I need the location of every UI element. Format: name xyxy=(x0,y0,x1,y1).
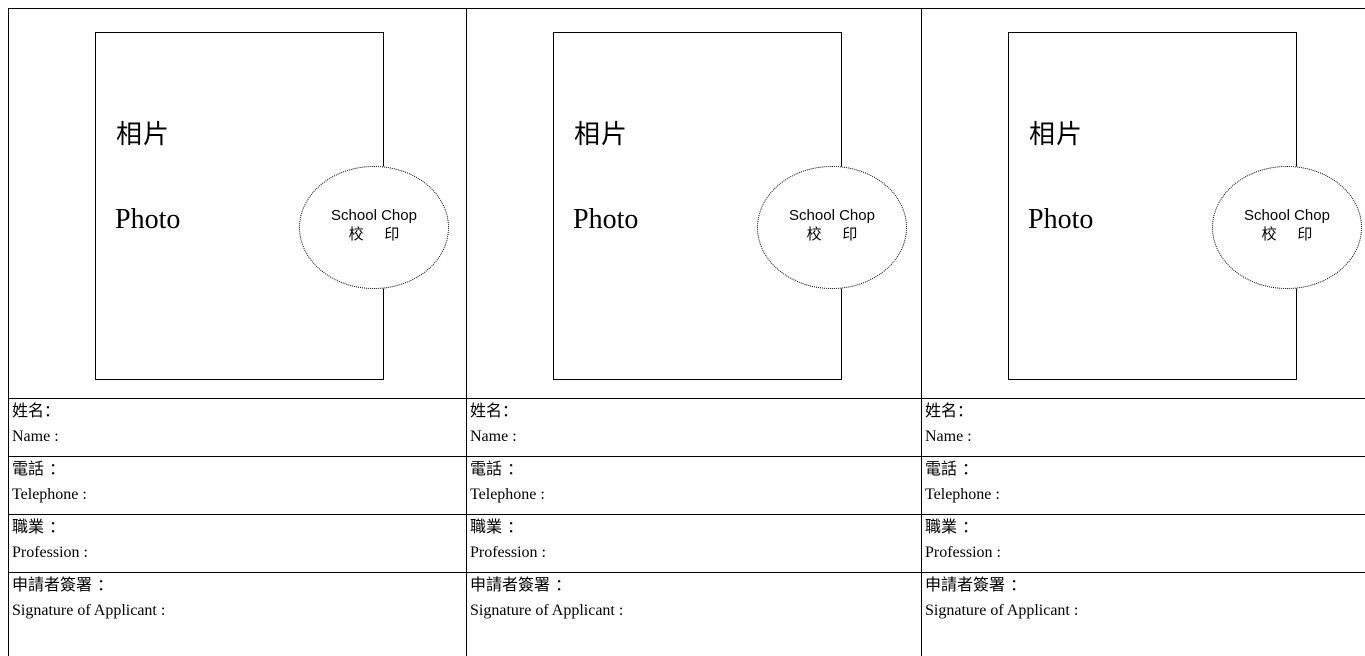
profession-label-en: Profession : xyxy=(12,544,88,561)
name-label-zh: 姓名： xyxy=(925,401,974,420)
signature-label-zh: 申請者簽署 ： xyxy=(12,575,114,594)
signature-field[interactable]: 申請者簽署 ： Signature of Applicant : xyxy=(9,573,466,656)
profession-field[interactable]: 職業 ： Profession : xyxy=(922,515,1365,573)
name-field[interactable]: 姓名： Name : xyxy=(9,399,466,457)
telephone-label-en: Telephone : xyxy=(925,486,1000,503)
photo-label-en: Photo xyxy=(1028,204,1094,235)
name-label-en: Name : xyxy=(925,428,972,445)
profession-label-zh: 職業 ： xyxy=(470,517,524,536)
school-chop-circle: School Chop 校 印 xyxy=(1212,166,1362,289)
photo-label-en: Photo xyxy=(115,204,181,235)
school-chop-circle: School Chop 校 印 xyxy=(757,166,907,289)
signature-field[interactable]: 申請者簽署 ： Signature of Applicant : xyxy=(922,573,1365,656)
signature-label-en: Signature of Applicant : xyxy=(470,602,624,619)
telephone-field[interactable]: 電話 ： Telephone : xyxy=(922,457,1365,515)
photo-cell: 相片 Photo School Chop 校 印 xyxy=(922,9,1365,399)
telephone-label-zh: 電話 ： xyxy=(12,459,66,478)
telephone-label-zh: 電話 ： xyxy=(470,459,524,478)
photo-label-zh: 相片 xyxy=(574,120,629,150)
profession-field[interactable]: 職業 ： Profession : xyxy=(467,515,921,573)
school-chop-label-zh: 校 印 xyxy=(1261,224,1321,243)
school-chop-label-en: School Chop xyxy=(789,206,875,224)
name-label-zh: 姓名： xyxy=(470,401,519,420)
application-form-sheet: 相片 Photo School Chop 校 印 姓名： Name : 電話 ：… xyxy=(8,8,1365,656)
telephone-field[interactable]: 電話 ： Telephone : xyxy=(9,457,466,515)
profession-label-zh: 職業 ： xyxy=(925,517,979,536)
photo-cell: 相片 Photo School Chop 校 印 xyxy=(467,9,921,399)
school-chop-circle: School Chop 校 印 xyxy=(299,166,449,289)
school-chop-label-zh: 校 印 xyxy=(348,224,408,243)
signature-label-zh: 申請者簽署 ： xyxy=(470,575,572,594)
signature-field[interactable]: 申請者簽署 ： Signature of Applicant : xyxy=(467,573,921,656)
name-label-zh: 姓名： xyxy=(12,401,61,420)
photo-label-zh: 相片 xyxy=(1029,120,1084,150)
school-chop-label-en: School Chop xyxy=(1244,206,1330,224)
applicant-card-1: 相片 Photo School Chop 校 印 姓名： Name : 電話 ：… xyxy=(9,9,467,656)
school-chop-label-en: School Chop xyxy=(331,206,417,224)
signature-label-zh: 申請者簽署 ： xyxy=(925,575,1027,594)
profession-label-en: Profession : xyxy=(470,544,546,561)
name-field[interactable]: 姓名： Name : xyxy=(922,399,1365,457)
photo-label-zh: 相片 xyxy=(116,120,171,150)
telephone-label-zh: 電話 ： xyxy=(925,459,979,478)
profession-label-zh: 職業 ： xyxy=(12,517,66,536)
applicant-card-2: 相片 Photo School Chop 校 印 姓名： Name : 電話 ：… xyxy=(467,9,922,656)
photo-cell: 相片 Photo School Chop 校 印 xyxy=(9,9,466,399)
signature-label-en: Signature of Applicant : xyxy=(925,602,1079,619)
telephone-field[interactable]: 電話 ： Telephone : xyxy=(467,457,921,515)
name-label-en: Name : xyxy=(12,428,59,445)
school-chop-label-zh: 校 印 xyxy=(806,224,866,243)
name-label-en: Name : xyxy=(470,428,517,445)
profession-field[interactable]: 職業 ： Profession : xyxy=(9,515,466,573)
name-field[interactable]: 姓名： Name : xyxy=(467,399,921,457)
telephone-label-en: Telephone : xyxy=(470,486,545,503)
applicant-card-3: 相片 Photo School Chop 校 印 姓名： Name : 電話 ：… xyxy=(922,9,1365,656)
signature-label-en: Signature of Applicant : xyxy=(12,602,166,619)
photo-label-en: Photo xyxy=(573,204,639,235)
telephone-label-en: Telephone : xyxy=(12,486,87,503)
profession-label-en: Profession : xyxy=(925,544,1001,561)
